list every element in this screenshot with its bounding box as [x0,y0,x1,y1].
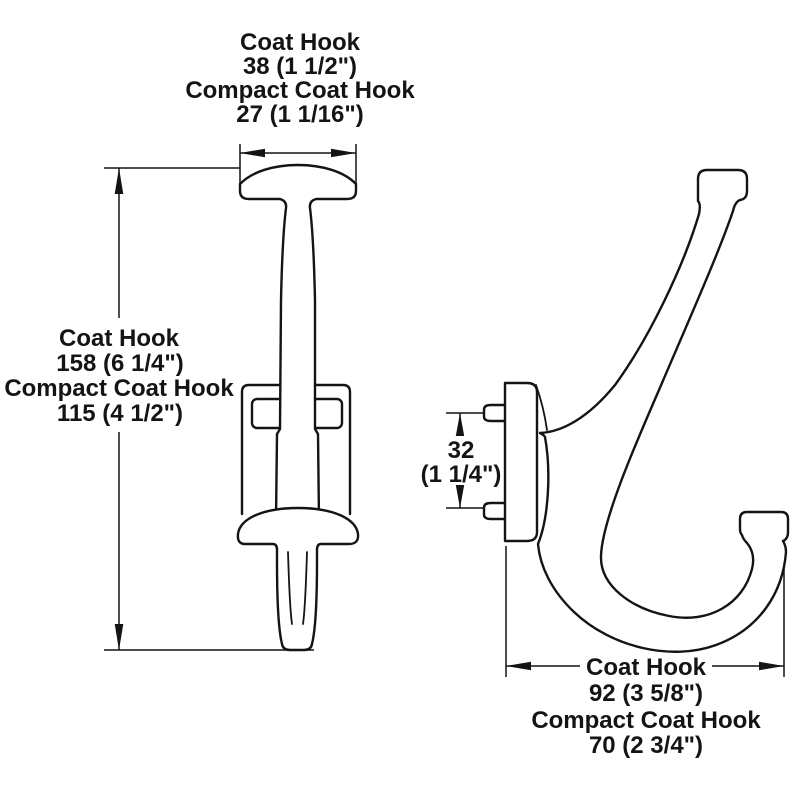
depth-dim-label-1: Coat Hook [586,654,707,681]
arrowhead-right [331,148,356,158]
side-view-labels: 32 (1 1/4") Coat Hook 92 (3 5/8") Compac… [421,437,762,759]
front-hook-tip [236,506,360,652]
height-dim-label-3: Compact Coat Hook [4,375,234,402]
height-dim-label-2: 158 (6 1/4") [56,350,183,377]
depth-dim-label-3: Compact Coat Hook [531,707,761,734]
width-dim-label-4: 27 (1 1/16") [236,101,363,128]
screw-peg-top [482,403,509,423]
tongue-crease-left [287,551,293,625]
tongue-crease-right [302,551,308,625]
front-view: Coat Hook 38 (1 1/2") Compact Coat Hook … [4,29,415,652]
spacing-dim-label-1: 32 [448,437,475,464]
front-stem-and-knob [238,163,358,522]
plate-dome-contour [535,384,548,431]
depth-dim-label-2: 92 (3 5/8") [589,680,703,707]
width-extension-lines [239,144,357,184]
width-dim-label-1: Coat Hook [240,29,361,56]
arrowhead-left [240,148,265,158]
height-dim-label-4: 115 (4 1/2") [57,400,183,427]
arrowhead-down [455,485,465,508]
arrowhead-left [506,661,531,671]
arrowhead-up [114,168,124,194]
side-view: 32 (1 1/4") Coat Hook 92 (3 5/8") Compac… [421,168,790,759]
width-dim-label-2: 38 (1 1/2") [243,53,357,80]
arrowhead-up [455,413,465,436]
side-hook-body [536,168,790,653]
width-dim-label-3: Compact Coat Hook [185,77,415,104]
front-dimension-lines [104,144,357,651]
screw-peg-bottom [482,501,509,521]
spacing-dim-label-2: (1 1/4") [421,461,502,488]
depth-dim-label-4: 70 (2 3/4") [589,732,703,759]
arrowhead-down [114,624,124,650]
side-dimension-lines [446,412,785,677]
height-dim-label-1: Coat Hook [59,325,180,352]
front-view-labels: Coat Hook 38 (1 1/2") Compact Coat Hook … [4,29,415,427]
arrowhead-right [759,661,784,671]
spacing-extension-lines [446,412,484,509]
side-mount-plate [503,381,539,543]
